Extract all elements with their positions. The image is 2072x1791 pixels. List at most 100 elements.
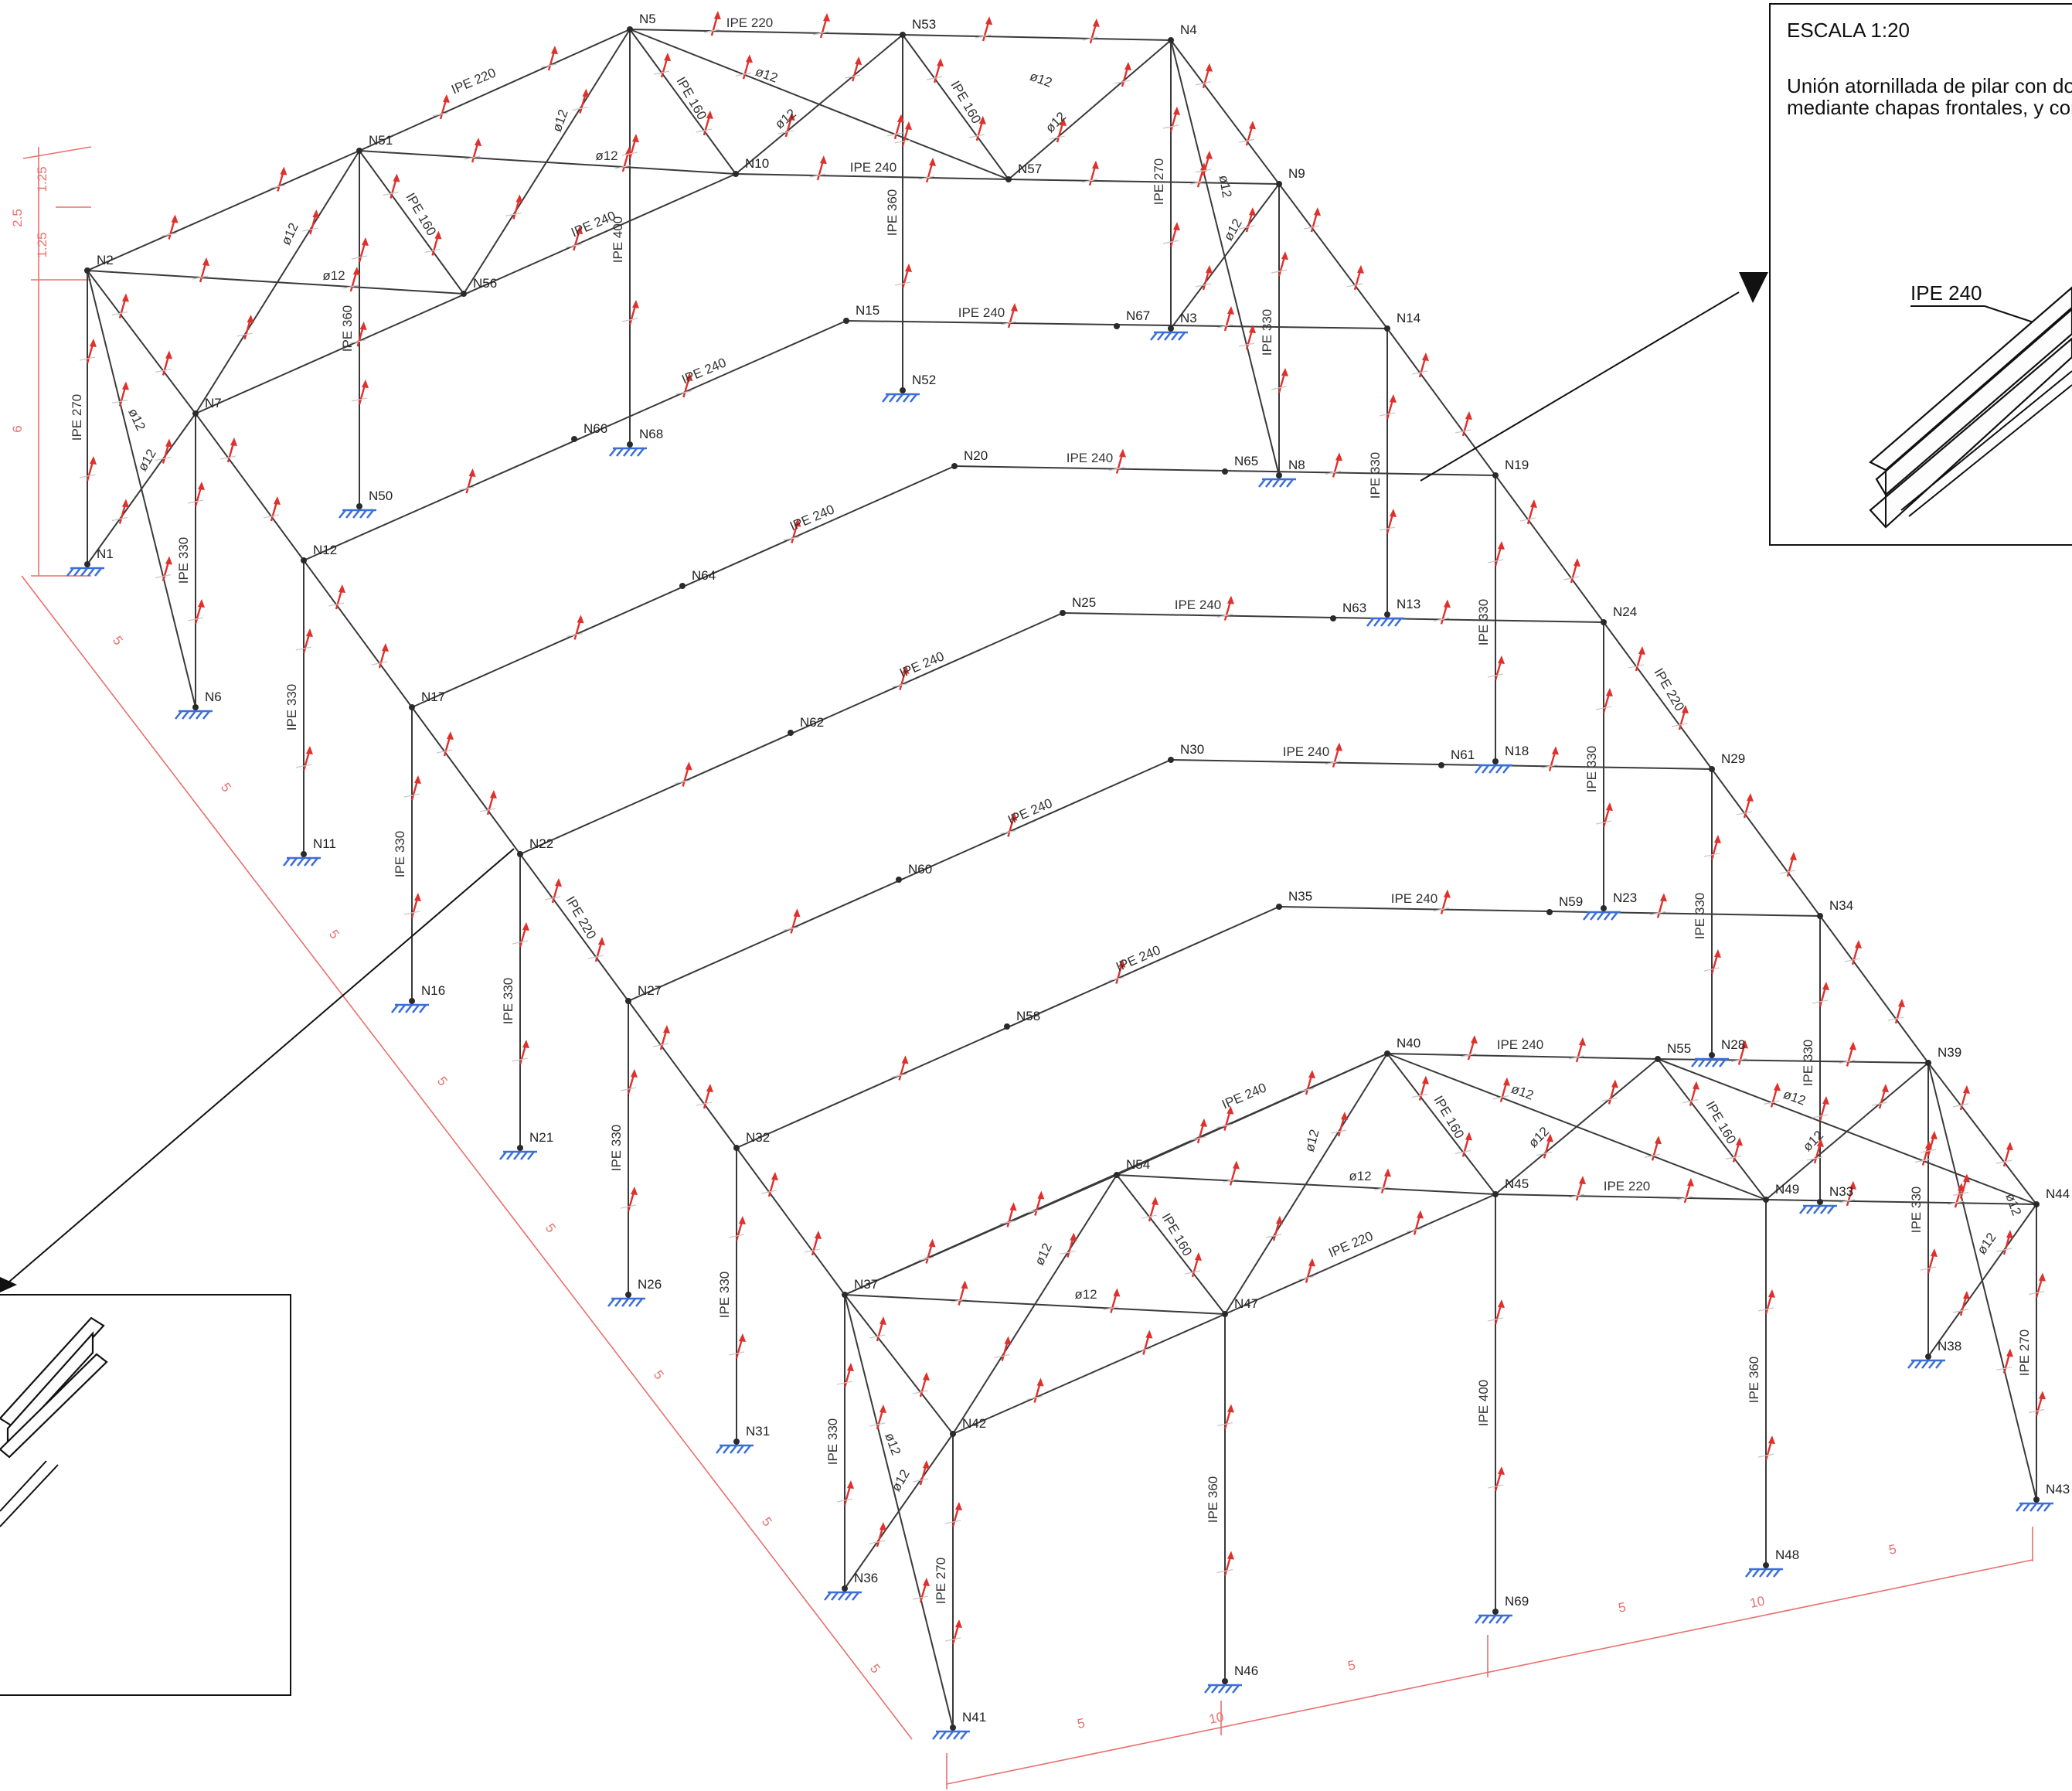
node-label: N14: [1397, 311, 1420, 325]
load-arrow-icon: [1303, 207, 1321, 233]
load-arrow-icon: [968, 115, 986, 141]
member-line: [902, 34, 1009, 180]
load-arrow-icon: [1644, 1136, 1662, 1161]
node-point: [842, 1585, 848, 1592]
section-label: IPE 330: [1260, 309, 1274, 356]
dimension-label: 5: [867, 1661, 883, 1676]
node-label: N13: [1397, 597, 1420, 611]
section-label: ø12: [1349, 1169, 1371, 1183]
load-arrow-icon: [892, 665, 910, 690]
section-label: IPE 330: [1693, 893, 1707, 940]
load-arrow-icon: [696, 110, 713, 136]
dimension-label: 5: [218, 780, 234, 795]
load-arrow-icon: [371, 643, 389, 669]
section-label: IPE 330: [609, 1125, 624, 1172]
support-icon: [1690, 1057, 1729, 1067]
member-line: [952, 1313, 1226, 1435]
node-point: [1114, 1172, 1120, 1178]
load-arrow-icon: [809, 155, 827, 181]
load-arrow-icon: [886, 114, 904, 140]
load-arrow-icon: [1000, 812, 1018, 837]
node-point: [301, 851, 307, 857]
node-label: N64: [692, 568, 716, 583]
node-point: [1601, 905, 1607, 911]
support-icon: [1257, 478, 1296, 488]
node-point: [900, 32, 906, 38]
load-arrow-icon: [812, 12, 831, 39]
load-arrow-icon: [1519, 499, 1537, 525]
load-arrow-icon: [1595, 802, 1613, 828]
node-label: N46: [1234, 1663, 1258, 1678]
member-line: [629, 29, 903, 36]
node-point: [1276, 472, 1282, 478]
load-arrow-icon: [436, 731, 454, 757]
support-icon: [1366, 617, 1404, 627]
load-arrow-icon: [566, 615, 584, 640]
load-arrow-icon: [836, 1480, 854, 1506]
support-icon: [2015, 1502, 2053, 1512]
detail-box-left: [0, 848, 515, 1696]
load-arrow-icon: [1298, 1258, 1315, 1283]
node-label: N10: [745, 156, 769, 171]
load-arrow-icon: [1330, 1112, 1348, 1137]
node-point: [84, 267, 90, 274]
load-arrow-icon: [351, 237, 369, 263]
section-label: ø12: [1028, 69, 1054, 90]
section-label: IPE 220: [1604, 1179, 1651, 1193]
node-label: N43: [2046, 1482, 2070, 1496]
section-label: ø12: [595, 148, 618, 163]
node-point: [1763, 1562, 1769, 1568]
load-arrow-icon: [155, 556, 172, 581]
dimension-label: 5: [1076, 1715, 1086, 1731]
load-arrow-icon: [1839, 1180, 1856, 1207]
section-label: IPE 240: [679, 355, 728, 386]
load-arrow-icon: [1271, 367, 1288, 393]
load-arrow-icon: [1195, 150, 1213, 176]
node-label: N58: [1016, 1009, 1040, 1023]
load-arrow-icon: [675, 373, 693, 398]
node-label: N49: [1775, 1182, 1799, 1197]
node-point: [842, 1292, 848, 1298]
node-label: N53: [912, 17, 936, 32]
load-arrow-icon: [1141, 1197, 1158, 1222]
section-label: IPE 360: [885, 189, 900, 237]
load-arrow-icon: [1995, 1348, 2013, 1374]
load-arrow-icon: [1568, 1176, 1586, 1201]
node-point: [2033, 1496, 2040, 1503]
load-arrow-icon: [1238, 325, 1256, 350]
node-label: N44: [2046, 1187, 2070, 1201]
member-line: [1927, 1204, 2037, 1357]
load-arrow-icon: [505, 194, 523, 220]
load-arrow-icon: [1108, 958, 1126, 984]
node-point: [951, 463, 958, 469]
node-label: N2: [97, 253, 114, 267]
member-line: [1008, 39, 1172, 180]
load-arrow-icon: [1703, 949, 1721, 975]
load-arrow-icon: [2028, 1391, 2046, 1416]
member-line: [1170, 183, 1280, 329]
dimension-label: 10: [1208, 1709, 1225, 1727]
section-label: IPE 360: [1206, 1476, 1220, 1524]
node-point: [1114, 323, 1120, 329]
load-arrow-icon: [544, 878, 562, 904]
support-icon: [1744, 1568, 1783, 1578]
dimension-label: 5: [434, 1074, 451, 1088]
node-label: N68: [639, 427, 663, 441]
node-point: [1546, 909, 1553, 915]
dimension-label: 5: [1887, 1541, 1897, 1558]
dimension-label: 5: [651, 1367, 667, 1382]
node-point: [1276, 904, 1282, 910]
load-arrow-icon: [263, 496, 281, 522]
load-arrow-icon: [994, 1336, 1012, 1361]
section-label: IPE 240: [1175, 598, 1222, 612]
node-point: [1925, 1060, 1931, 1066]
node-label: N67: [1126, 308, 1150, 323]
section-label: ø12: [1800, 1128, 1826, 1154]
section-label: ø12: [1032, 1241, 1055, 1268]
support-icon: [1474, 1614, 1512, 1624]
load-arrow-icon: [675, 761, 692, 787]
load-arrow-icon: [403, 775, 421, 801]
section-label: IPE 270: [1152, 158, 1166, 206]
section-label: IPE 330: [1476, 599, 1491, 646]
